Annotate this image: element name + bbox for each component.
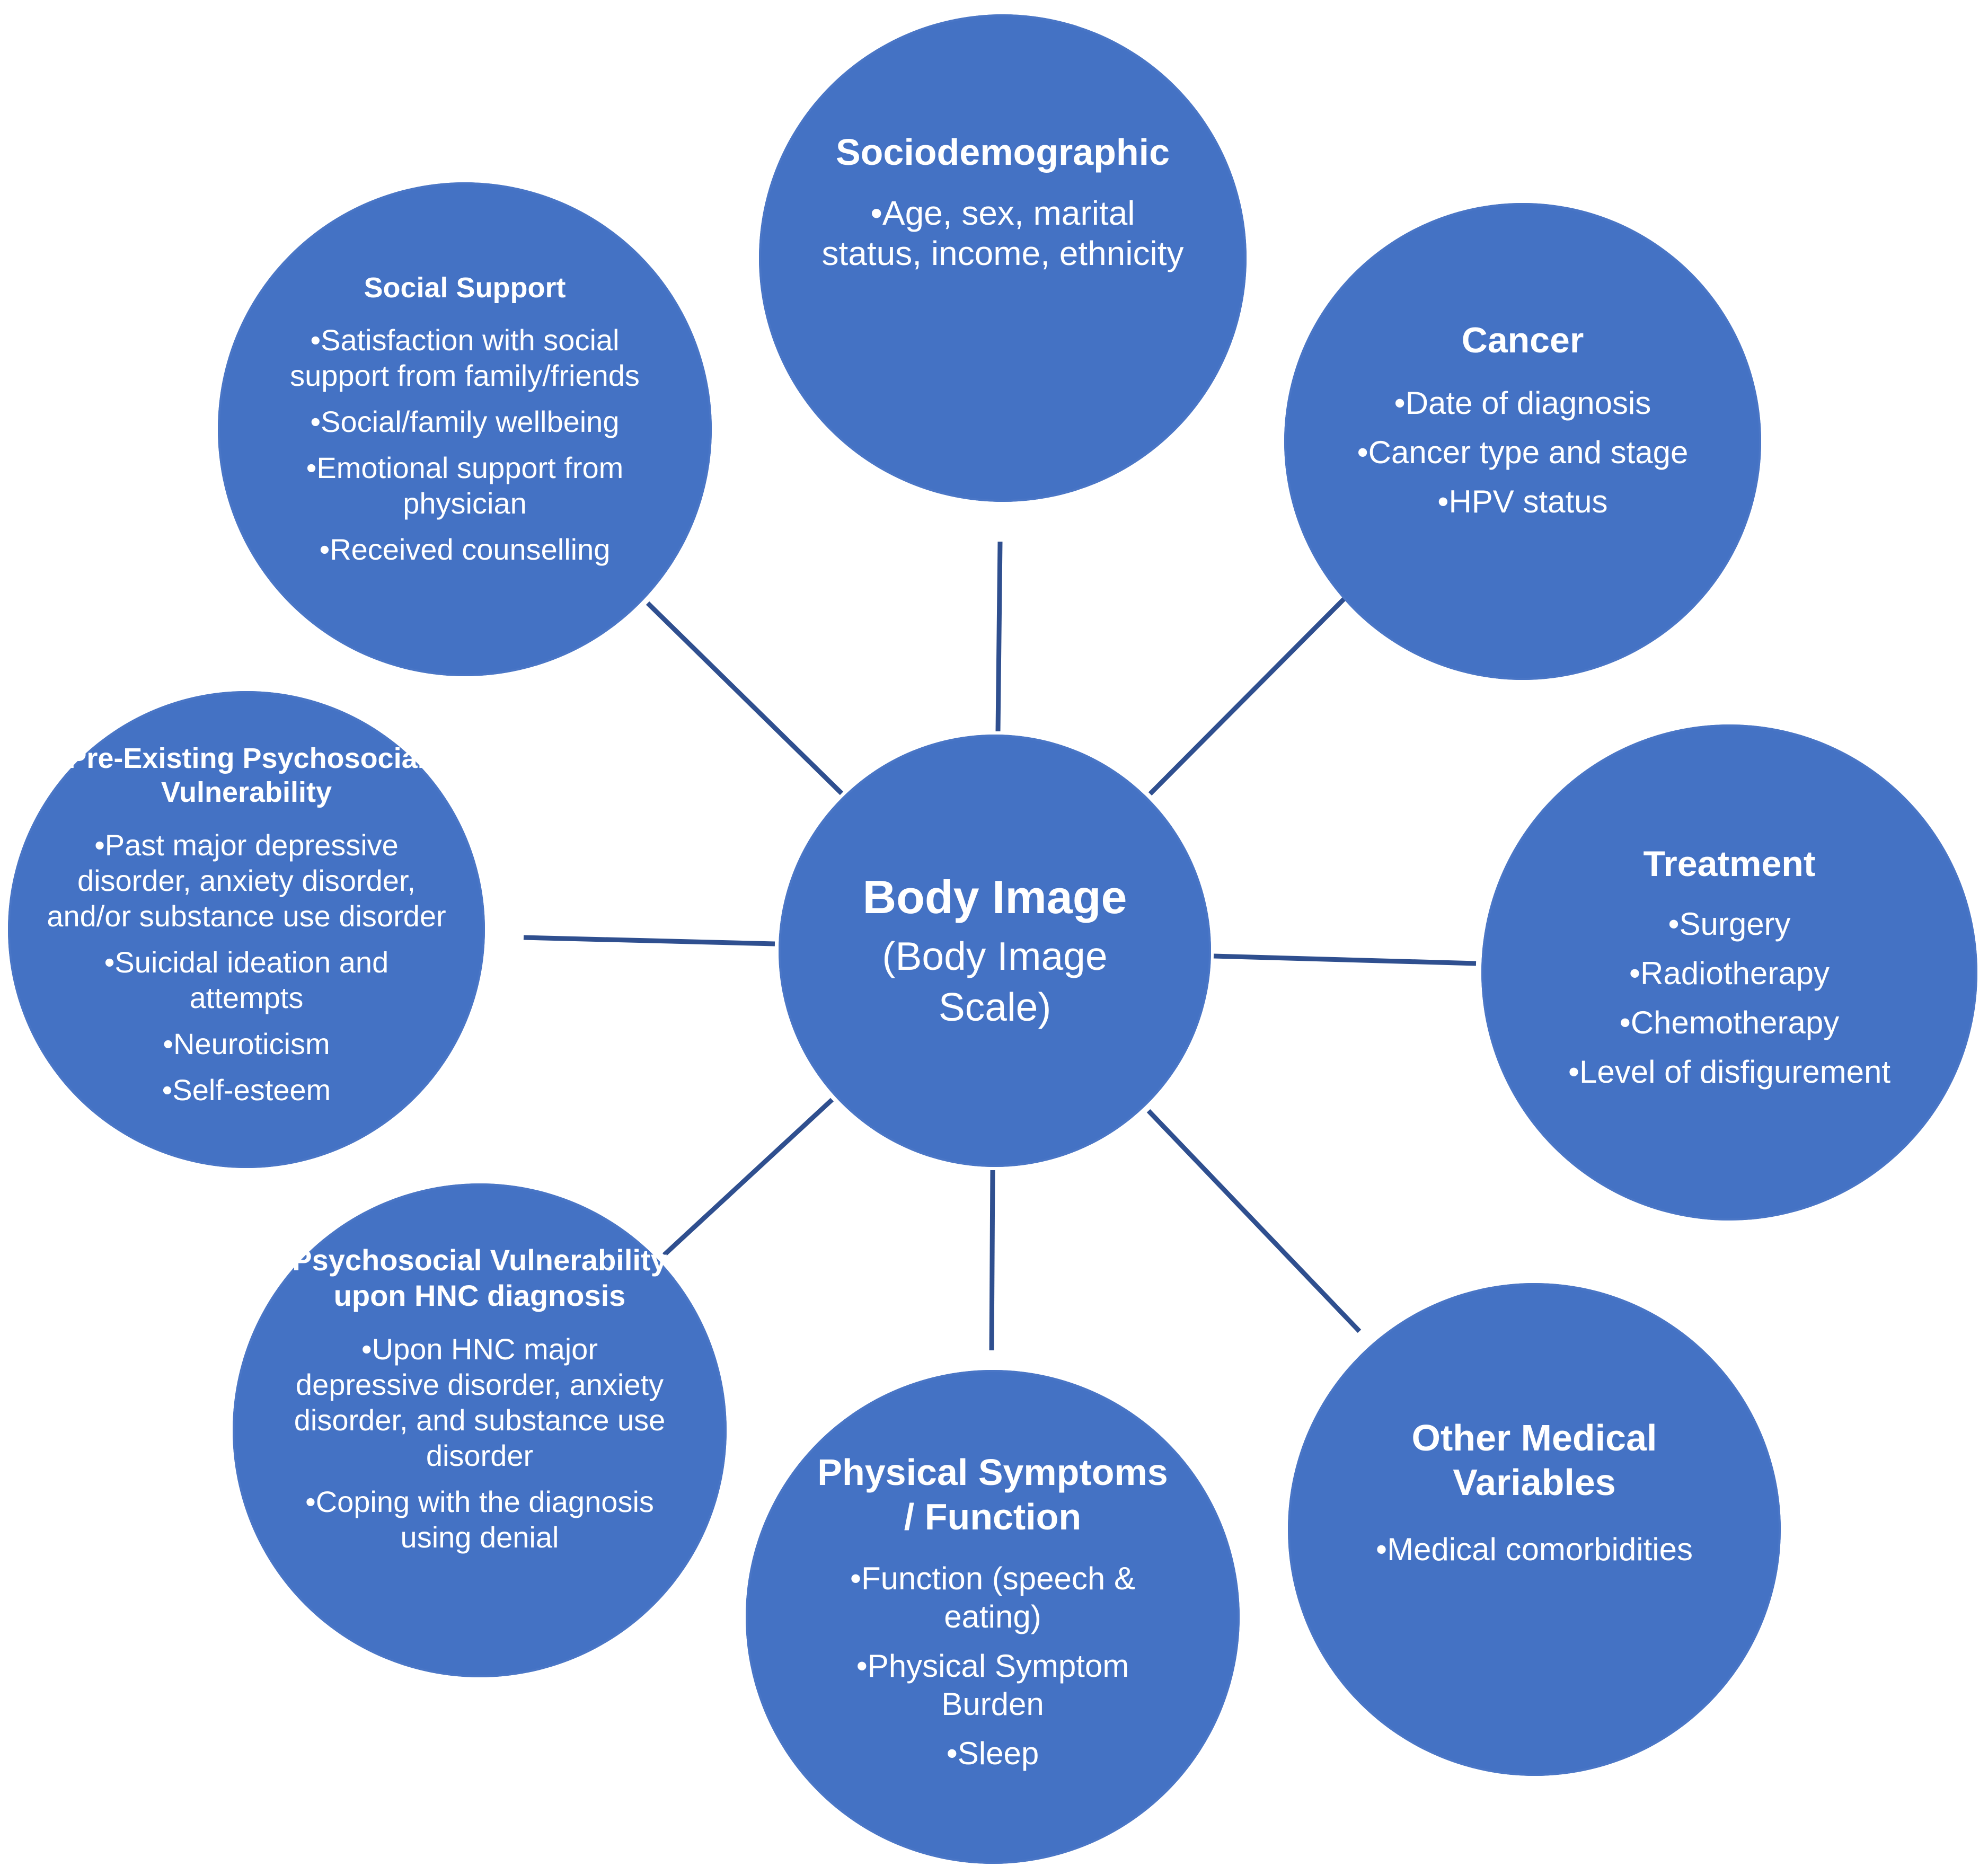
list-item: Social/family wellbeing xyxy=(266,404,664,439)
connector-physical xyxy=(989,1170,995,1351)
sociodemographic-title: Sociodemographic xyxy=(835,131,1170,173)
sociodemographic-list: Age, sex, marital status, income, ethnic… xyxy=(817,193,1188,286)
list-item: Neuroticism xyxy=(45,1026,448,1062)
other-medical-title: Other Medical Variables xyxy=(1411,1417,1657,1503)
pre-existing-title: Pre-Existing Psychosocial Vulnerability xyxy=(67,742,426,809)
list-item: Upon HNC major depressive disorder, anxi… xyxy=(291,1331,668,1474)
treatment-title: Treatment xyxy=(1643,843,1816,884)
psychosocial-hnc-node: Psychosocial Vulnerability upon HNC diag… xyxy=(233,1183,727,1677)
body-image-subtitle: (Body Image Scale) xyxy=(882,934,1108,1030)
connector-cancer xyxy=(1148,595,1348,796)
other-medical-node: Other Medical Variables Medical comorbid… xyxy=(1288,1283,1781,1776)
list-item: Past major depressive disorder, anxiety … xyxy=(45,827,448,934)
list-item: Chemotherapy xyxy=(1568,1004,1890,1042)
list-item: Function (speech & eating) xyxy=(809,1560,1176,1636)
list-item: Surgery xyxy=(1568,905,1890,943)
psychosocial-hnc-list: Upon HNC major depressive disorder, anxi… xyxy=(291,1331,668,1566)
list-item: Self-esteem xyxy=(45,1072,448,1108)
list-item: Suicidal ideation and attempts xyxy=(45,944,448,1015)
list-item: Emotional support from physician xyxy=(266,450,664,521)
treatment-node: Treatment Surgery Radiotherapy Chemother… xyxy=(1481,724,1977,1220)
social-support-node: Social Support Satisfaction with social … xyxy=(218,182,712,676)
treatment-list: Surgery Radiotherapy Chemotherapy Level … xyxy=(1568,905,1890,1102)
psychosocial-hnc-title: Psychosocial Vulnerability upon HNC diag… xyxy=(292,1243,667,1313)
list-item: Radiotherapy xyxy=(1568,954,1890,993)
list-item: Physical Symptom Burden xyxy=(809,1647,1176,1723)
pre-existing-list: Past major depressive disorder, anxiety … xyxy=(45,827,448,1118)
list-item: Date of diagnosis xyxy=(1357,384,1689,422)
list-item: Coping with the diagnosis using denial xyxy=(291,1484,668,1555)
cancer-list: Date of diagnosis Cancer type and stage … xyxy=(1357,384,1689,532)
other-medical-list: Medical comorbidities xyxy=(1376,1531,1693,1580)
list-item: Level of disfigurement xyxy=(1568,1053,1890,1091)
body-image-title: Body Image xyxy=(862,870,1127,923)
body-image-node: Body Image (Body Image Scale) xyxy=(779,735,1211,1167)
list-item: Sleep xyxy=(809,1735,1176,1773)
cancer-title: Cancer xyxy=(1461,320,1584,361)
connector-social-support xyxy=(646,601,844,795)
sociodemographic-node: Sociodemographic Age, sex, marital statu… xyxy=(759,14,1247,502)
list-item: Satisfaction with social support from fa… xyxy=(266,322,664,393)
connector-treatment xyxy=(1213,953,1477,966)
physical-symptoms-list: Function (speech & eating) Physical Symp… xyxy=(809,1560,1176,1784)
connector-other-medical xyxy=(1146,1109,1362,1333)
connector-psychosocial-hnc xyxy=(662,1098,834,1257)
list-item: Received counselling xyxy=(266,532,664,567)
cancer-node: Cancer Date of diagnosis Cancer type and… xyxy=(1284,203,1761,680)
list-item: Age, sex, marital status, income, ethnic… xyxy=(817,193,1188,275)
connector-sociodemographic xyxy=(995,541,1003,732)
list-item: HPV status xyxy=(1357,483,1689,521)
physical-symptoms-node: Physical Symptoms / Function Function (s… xyxy=(746,1370,1240,1864)
physical-symptoms-title: Physical Symptoms / Function xyxy=(817,1452,1168,1538)
social-support-title: Social Support xyxy=(364,271,566,304)
social-support-list: Satisfaction with social support from fa… xyxy=(266,322,664,578)
pre-existing-node: Pre-Existing Psychosocial Vulnerability … xyxy=(8,691,485,1168)
list-item: Medical comorbidities xyxy=(1376,1531,1693,1569)
list-item: Cancer type and stage xyxy=(1357,434,1689,472)
connector-pre-existing xyxy=(523,935,775,947)
